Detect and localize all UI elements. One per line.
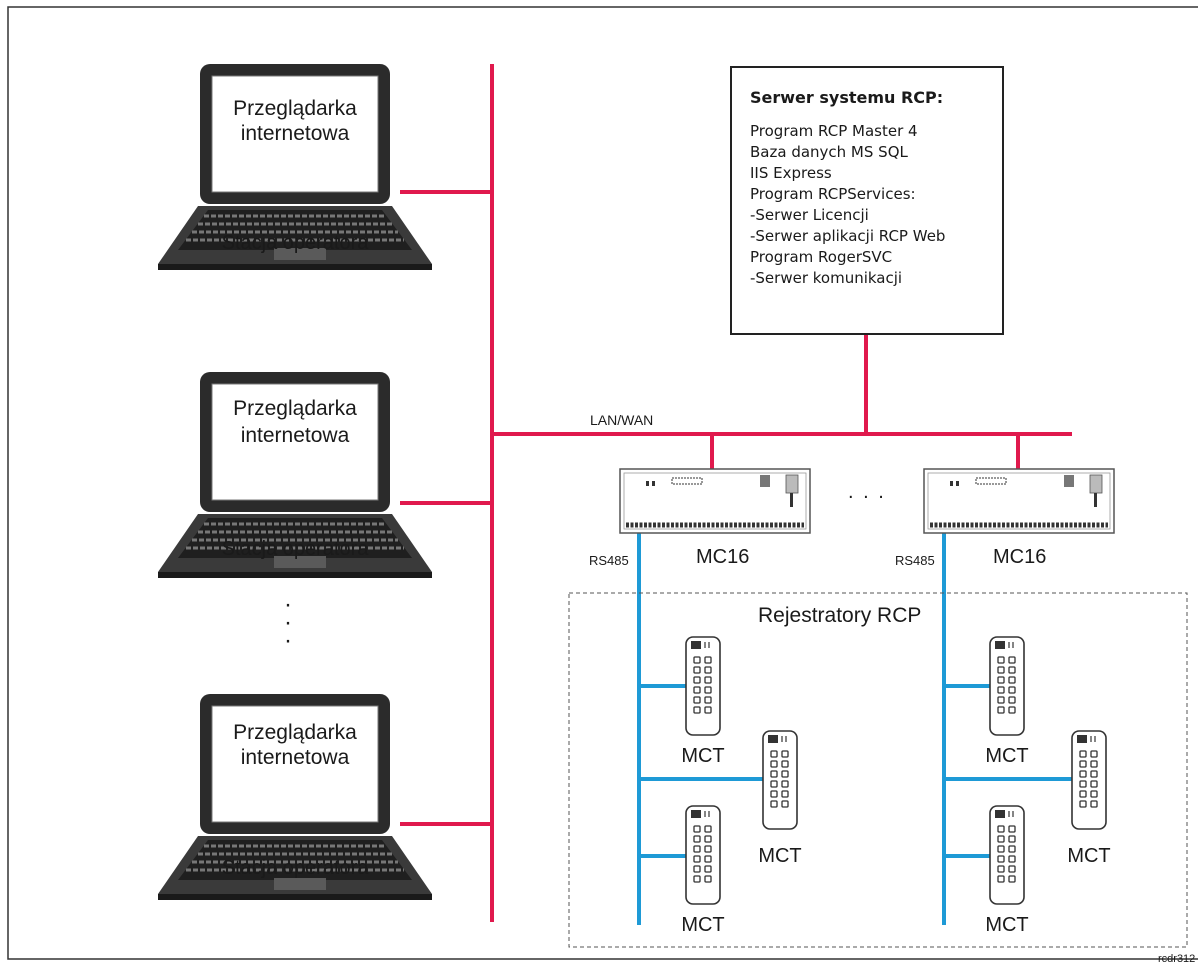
registers-group-label: Rejestratory RCP	[758, 604, 921, 627]
terminal-4: MCT	[985, 636, 1029, 767]
terminal-label: MCT	[1067, 845, 1110, 867]
terminal-2: MCT	[758, 730, 802, 867]
svg-text:·: ·	[284, 591, 292, 618]
terminal-label: MCT	[681, 914, 724, 936]
svg-text:·: ·	[284, 627, 292, 654]
terminal-icon	[1071, 730, 1107, 830]
laptop-screen-line1: Przeglądarka	[233, 397, 357, 420]
lan-wan-label: LAN/WAN	[590, 412, 653, 428]
terminal-icon	[685, 636, 721, 736]
figure-frame	[7, 6, 1198, 960]
rs485-label: RS485	[895, 553, 935, 568]
laptop-caption: Stacja operatora	[222, 857, 370, 879]
laptop-caption: Stacja operatora	[222, 538, 370, 560]
svg-text:-Serwer Licencji: -Serwer Licencji	[750, 206, 869, 224]
svg-text:Program RogerSVC: Program RogerSVC	[750, 248, 892, 266]
laptop-screen-line1: Przeglądarka	[233, 721, 357, 744]
controller-icon	[924, 469, 1114, 533]
registers-group: Rejestratory RCP	[568, 592, 1188, 948]
terminal-icon	[989, 636, 1025, 736]
lan-wiring	[400, 64, 1072, 922]
svg-text:-Serwer aplikacji RCP Web: -Serwer aplikacji RCP Web	[750, 227, 945, 245]
svg-text:-Serwer komunikacji: -Serwer komunikacji	[750, 269, 902, 287]
laptop-caption: Stacja operatora	[222, 232, 370, 254]
controller-icon	[620, 469, 810, 533]
terminal-label: MCT	[985, 914, 1028, 936]
doc-code: rcdr312	[1158, 953, 1195, 965]
terminal-icon	[762, 730, 798, 830]
terminal-icon	[685, 805, 721, 905]
svg-text:Program RCPServices:: Program RCPServices:	[750, 185, 916, 203]
server-lines: Program RCP Master 4 Baza danych MS SQL …	[750, 122, 945, 287]
terminal-label: MCT	[758, 845, 801, 867]
terminal-5: MCT	[1067, 730, 1111, 867]
controller-1: MC16 RS485	[589, 469, 810, 568]
laptop-screen-line2: internetowa	[241, 424, 350, 447]
laptop-screen-line2: internetowa	[241, 122, 350, 145]
horizontal-ellipsis: . . .	[848, 481, 886, 503]
laptop-station-1: Przeglądarka internetowa Stacja operator…	[156, 62, 434, 272]
terminal-icon	[989, 805, 1025, 905]
laptop-screen-line2: internetowa	[241, 746, 350, 769]
server-box: Serwer systemu RCP: Program RCP Master 4…	[730, 66, 1004, 335]
vertical-ellipsis: · · ·	[284, 591, 292, 654]
svg-text:·: ·	[284, 609, 292, 636]
terminal-label: MCT	[681, 745, 724, 767]
svg-text:Baza danych MS SQL: Baza danych MS SQL	[750, 143, 908, 161]
laptop-station-3: Przeglądarka internetowa Stacja operator…	[156, 692, 434, 902]
laptop-screen-line1: Przeglądarka	[233, 97, 357, 120]
terminal-3: MCT	[681, 805, 725, 936]
rs485-wiring	[637, 533, 1072, 925]
server-title: Serwer systemu RCP:	[750, 88, 943, 107]
controller-label: MC16	[696, 546, 749, 568]
terminal-6: MCT	[985, 805, 1029, 936]
svg-text:IIS Express: IIS Express	[750, 164, 832, 182]
terminal-1: MCT	[681, 636, 725, 767]
rs485-label: RS485	[589, 553, 629, 568]
terminal-label: MCT	[985, 745, 1028, 767]
laptop-station-2: Przeglądarka internetowa Stacja operator…	[156, 370, 434, 580]
controller-2: MC16 RS485	[895, 469, 1114, 568]
controller-label: MC16	[993, 546, 1046, 568]
svg-text:Program RCP Master 4: Program RCP Master 4	[750, 122, 918, 140]
